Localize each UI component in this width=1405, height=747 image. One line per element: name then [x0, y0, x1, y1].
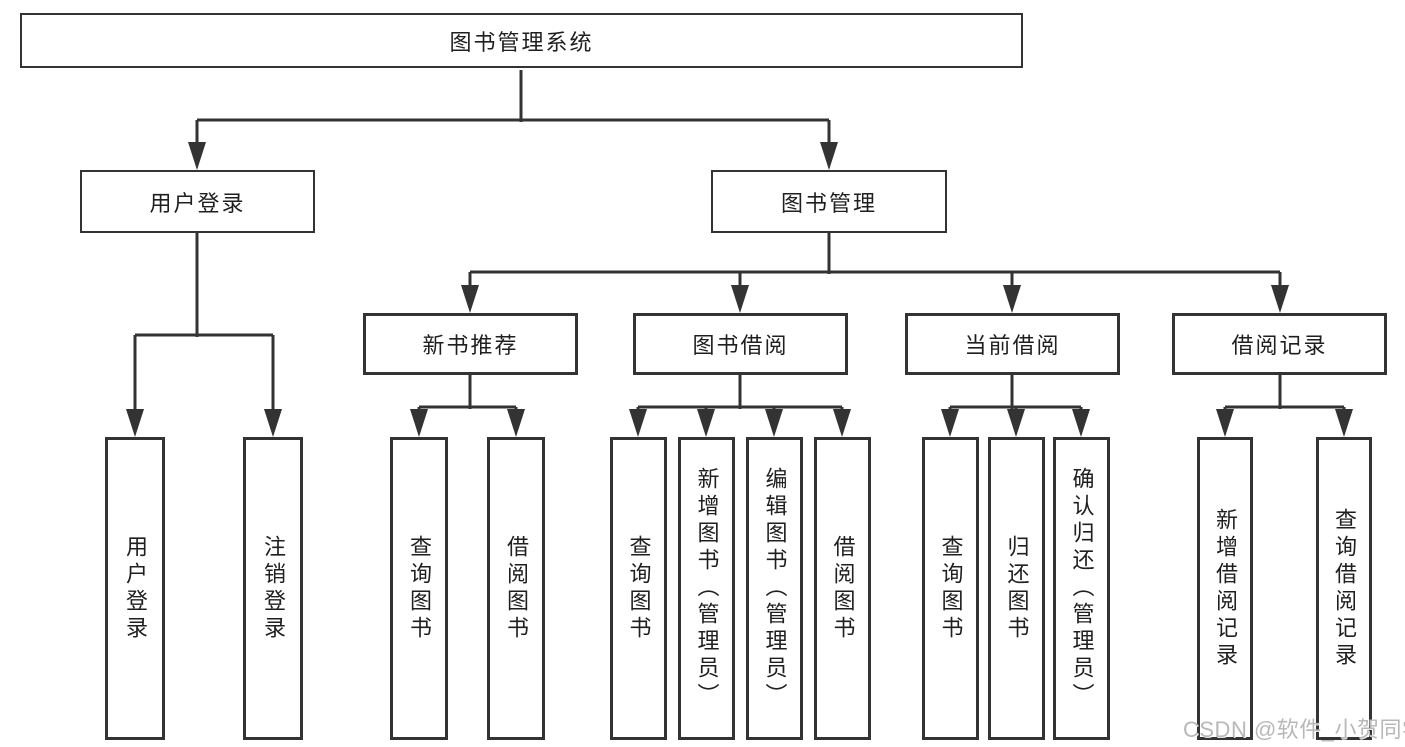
leaf-label: 确认归还（管理员）: [1069, 467, 1095, 710]
leaf-logout-login: 注销登录: [243, 437, 303, 740]
leaf-label: 编辑图书（管理员）: [762, 467, 788, 710]
node-book-borrowing: 图书借阅: [633, 313, 848, 375]
leaf-edit-book-admin: 编辑图书（管理员）: [746, 437, 803, 740]
leaf-label: 新增图书（管理员）: [694, 467, 720, 710]
leaf-query-borrow-record: 查询借阅记录: [1316, 437, 1372, 740]
leaf-label: 新增借阅记录: [1213, 507, 1238, 670]
leaf-query-books-borrowing: 查询图书: [610, 437, 667, 740]
leaf-borrow-books-recommend: 借阅图书: [487, 437, 545, 740]
leaf-borrow-books-borrowing: 借阅图书: [814, 437, 871, 740]
leaf-label: 借阅图书: [504, 534, 529, 643]
csdn-watermark: CSDN @软件_小贺同学: [1183, 717, 1405, 742]
leaf-label: 注销登录: [261, 534, 286, 643]
node-user-login: 用户登录: [80, 170, 315, 233]
leaf-confirm-return-admin: 确认归还（管理员）: [1053, 437, 1110, 740]
leaf-label: 用户登录: [123, 534, 148, 643]
leaf-return-books: 归还图书: [988, 437, 1045, 740]
leaf-label: 查询借阅记录: [1332, 507, 1357, 670]
leaf-query-books-recommend: 查询图书: [390, 437, 448, 740]
leaf-new-borrow-record: 新增借阅记录: [1197, 437, 1253, 740]
leaf-query-books-current: 查询图书: [922, 437, 979, 740]
node-current-borrowing: 当前借阅: [905, 313, 1120, 375]
node-book-management: 图书管理: [711, 170, 947, 233]
leaf-label: 查询图书: [626, 534, 652, 643]
leaf-add-book-admin: 新增图书（管理员）: [678, 437, 735, 740]
node-borrowing-records: 借阅记录: [1172, 313, 1387, 375]
leaf-label: 查询图书: [407, 534, 432, 643]
leaf-label: 借阅图书: [830, 534, 856, 643]
leaf-label: 归还图书: [1004, 534, 1030, 643]
leaf-label: 查询图书: [938, 534, 964, 643]
node-library-system: 图书管理系统: [20, 13, 1023, 68]
node-new-book-recommendation: 新书推荐: [363, 313, 578, 375]
leaf-user-login: 用户登录: [105, 437, 165, 740]
